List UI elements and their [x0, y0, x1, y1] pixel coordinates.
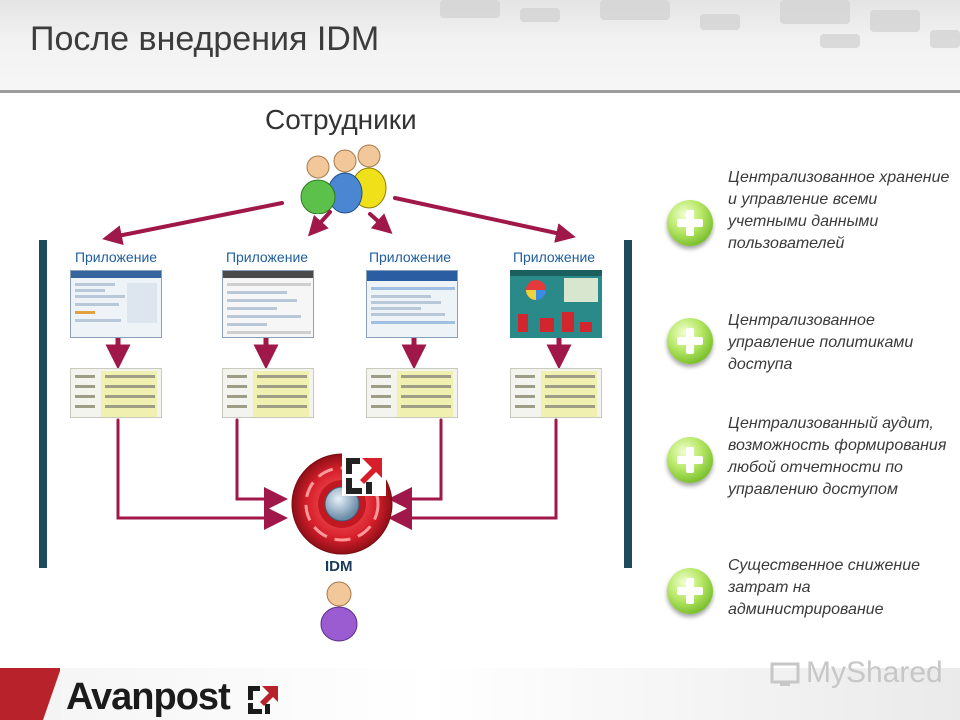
- right-boundary-bar: [624, 240, 632, 568]
- avanpost-mark-icon: [248, 686, 278, 714]
- user-purple-icon: [320, 581, 358, 642]
- header-decor: [520, 8, 560, 22]
- app-screenshot-chart: [510, 270, 602, 338]
- page-title: После внедрения IDM: [30, 20, 380, 58]
- app-label: Приложение: [74, 249, 158, 265]
- left-boundary-bar: [39, 240, 47, 568]
- brand-logo-text: Avanpost: [66, 676, 231, 718]
- header-decor: [930, 30, 960, 48]
- app-screenshot: [366, 270, 458, 338]
- accounts-table: [70, 368, 162, 418]
- plus-icon: [667, 200, 713, 246]
- header-decor: [870, 10, 920, 32]
- plus-icon: [667, 318, 713, 364]
- footer-accent: [0, 668, 61, 720]
- footer: [0, 668, 960, 720]
- plus-icon: [667, 568, 713, 614]
- idm-label: IDM: [325, 558, 353, 575]
- plus-icon: [667, 437, 713, 483]
- idm-disc-icon: [291, 452, 393, 555]
- watermark-text: MyShared: [806, 656, 943, 689]
- header-decor: [600, 0, 670, 20]
- benefit-text: Существенное снижение затрат на админист…: [728, 557, 920, 618]
- header-decor: [440, 0, 500, 18]
- watermark-icon: [770, 662, 800, 686]
- app-label: Приложение: [225, 249, 309, 265]
- header-decor: [780, 0, 850, 24]
- app-label: Приложение: [512, 249, 596, 265]
- app-label: Приложение: [368, 249, 452, 265]
- header-decor: [820, 34, 860, 48]
- accounts-table: [222, 368, 314, 418]
- users-group-icon: [300, 144, 387, 214]
- header-divider: [0, 90, 960, 93]
- employees-label: Сотрудники: [265, 104, 417, 135]
- accounts-table: [510, 368, 602, 418]
- app-screenshot: [222, 270, 314, 338]
- slide-header: [0, 0, 960, 92]
- app-screenshot: [70, 270, 162, 338]
- header-decor: [700, 14, 740, 30]
- benefit-text: Централизованное управление политиками д…: [728, 312, 914, 373]
- benefit-text: Централизованный аудит, возможность форм…: [728, 415, 947, 498]
- benefit-text: Централизованное хранение и управление в…: [728, 169, 950, 252]
- accounts-table: [366, 368, 458, 418]
